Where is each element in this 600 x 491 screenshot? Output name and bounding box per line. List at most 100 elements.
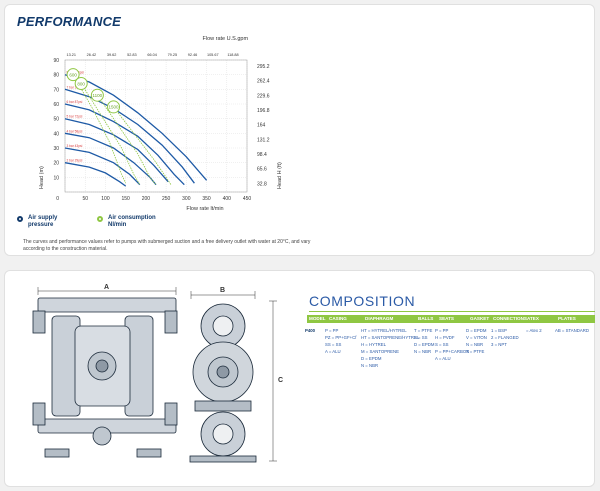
header-balls: BALLS: [418, 316, 434, 321]
composition-cell-diaphragm: H = HYTREL: [361, 342, 386, 347]
composition-cell-connections: 1 = BSP: [491, 328, 507, 333]
consumption-marker: [90, 88, 104, 102]
y-tick-label: 20: [53, 161, 59, 167]
pump-front-view: [32, 297, 178, 458]
x-tick-label: 400: [223, 196, 232, 202]
composition-card: A B C COMPOSITION MODEL CASING DIAPHRAGM…: [4, 270, 595, 487]
pressure-curve-label: 6 bar 87psi: [67, 100, 83, 104]
composition-cell-seats: P = PP+CARBON: [435, 349, 470, 354]
consumption-marker: [74, 76, 88, 90]
consumption-marker-label: 600: [69, 72, 77, 77]
x2-tick-label: 118.88: [227, 53, 238, 57]
y2-tick-label: 262.4: [257, 79, 270, 85]
y-axis-label: Head (m): [39, 166, 45, 189]
composition-cell-seats: A = ALU: [435, 356, 451, 361]
dimension-b: [190, 291, 256, 299]
performance-note: The curves and performance values refer …: [23, 239, 311, 252]
y-tick-label: 40: [53, 131, 59, 137]
x2-tick-label: 105.67: [207, 53, 219, 57]
composition-cell-balls: T = PTFE: [414, 328, 433, 333]
legend-air-consumption-label: Air consumption Nl/min: [108, 215, 156, 228]
y-tick-label: 60: [53, 102, 59, 108]
y2-tick-label: 32.8: [257, 181, 267, 187]
x2-tick-label: 13.21: [66, 53, 76, 57]
x2-tick-label: 39.62: [107, 53, 117, 57]
dimension-c: [269, 300, 277, 462]
composition-cell-diaphragm: N = NBR: [361, 363, 379, 368]
y2-tick-label: 98.4: [257, 152, 267, 158]
dimension-b-label: B: [220, 287, 226, 294]
dimension-c-label: C: [278, 377, 284, 384]
y-tick-label: 10: [53, 175, 59, 181]
pressure-curve: [64, 147, 141, 186]
header-plates: PLATES: [558, 316, 576, 321]
composition-cell-seats: H = PVDF: [435, 335, 455, 340]
composition-cell-diaphragm: HT = HYTREL/HYTREL: [361, 328, 407, 333]
pressure-curve: [64, 162, 127, 187]
composition-cell-connections: 2 = FLANGED: [491, 335, 519, 340]
header-model: MODEL: [309, 316, 326, 321]
pressure-curve-label: 2 bar 29psi: [67, 159, 83, 163]
y-tick-label: 90: [53, 58, 59, 64]
consumption-curve: [97, 94, 157, 185]
composition-cell-casing: PZ = PP+GF+Cf: [325, 335, 357, 340]
x-tick-label: 200: [142, 196, 151, 202]
pressure-curve: [64, 118, 169, 183]
x-axis-label: Flow rate lt/min: [186, 206, 223, 212]
x-tick-label: 50: [82, 196, 88, 202]
air-supply-legend-icon: [17, 216, 23, 222]
consumption-curve: [113, 106, 172, 185]
header-connections: CONNECTIONS: [493, 316, 527, 321]
composition-cell-gasket: V = VITON: [466, 335, 487, 340]
composition-header-row: MODEL CASING DIAPHRAGM BALLS SEATS GASKE…: [307, 315, 595, 323]
pressure-curve: [64, 103, 185, 186]
legend-air-supply-label: Air supply pressure: [28, 215, 58, 228]
composition-cell-model: P400: [305, 328, 316, 333]
x-tick-label: 350: [202, 196, 211, 202]
composition-cell-balls: D = EPDM: [414, 342, 435, 347]
header-atex: ATEX: [527, 316, 539, 321]
y-tick-label: 30: [53, 146, 59, 152]
consumption-marker-label: 1100: [93, 93, 103, 98]
y-tick-label: 80: [53, 73, 59, 79]
x-tick-label: 100: [101, 196, 110, 202]
consumption-marker-label: 800: [77, 81, 85, 86]
y2-tick-label: 164: [257, 123, 266, 129]
pump-side-view: [189, 303, 257, 463]
x2-tick-label: 52.83: [127, 53, 137, 57]
composition-cell-casing: A = ALU: [325, 349, 341, 354]
composition-cell-diaphragm: D = EPDM: [361, 356, 382, 361]
pump-technical-drawing: [32, 287, 277, 463]
composition-cell-atex: = Atex 2: [526, 328, 542, 333]
x-tick-label: 150: [121, 196, 130, 202]
origin-tick-label: 0: [56, 196, 59, 202]
consumption-marker-label: 1500: [109, 105, 120, 110]
composition-cell-plates: AB = STANDARD: [555, 328, 589, 333]
composition-title: COMPOSITION: [309, 293, 416, 309]
header-casing: CASING: [329, 316, 347, 321]
y2-tick-label: 295.2: [257, 64, 270, 70]
x2-tick-label: 92.46: [188, 53, 198, 57]
consumption-curve: [80, 83, 141, 185]
x-tick-label: 300: [182, 196, 191, 202]
consumption-marker: [66, 68, 80, 82]
air-consumption-legend-icon: [97, 216, 103, 222]
composition-cell-seats: P = PP: [435, 328, 449, 333]
consumption-marker: [107, 100, 121, 114]
pressure-curve-label: 7 bar 101psi: [67, 85, 85, 89]
pressure-curve-label: 4 bar 58psi: [67, 129, 83, 133]
composition-cell-balls: N = NBR: [414, 349, 432, 354]
header-diaphragm: DIAPHRAGM: [365, 316, 394, 321]
x-tick-label: 450: [243, 196, 252, 202]
x2-axis-label: Flow rate U.S.gpm: [203, 36, 249, 42]
pressure-curve: [64, 74, 208, 181]
x2-tick-label: 26.42: [87, 53, 97, 57]
composition-cell-gasket: N = NBR: [466, 342, 484, 347]
composition-cell-connections: 3 = NPT: [491, 342, 507, 347]
header-seats: SEATS: [439, 316, 454, 321]
header-gasket: GASKET: [470, 316, 490, 321]
y2-axis-label: Head H (ft): [277, 162, 283, 189]
y2-tick-label: 229.6: [257, 93, 270, 99]
